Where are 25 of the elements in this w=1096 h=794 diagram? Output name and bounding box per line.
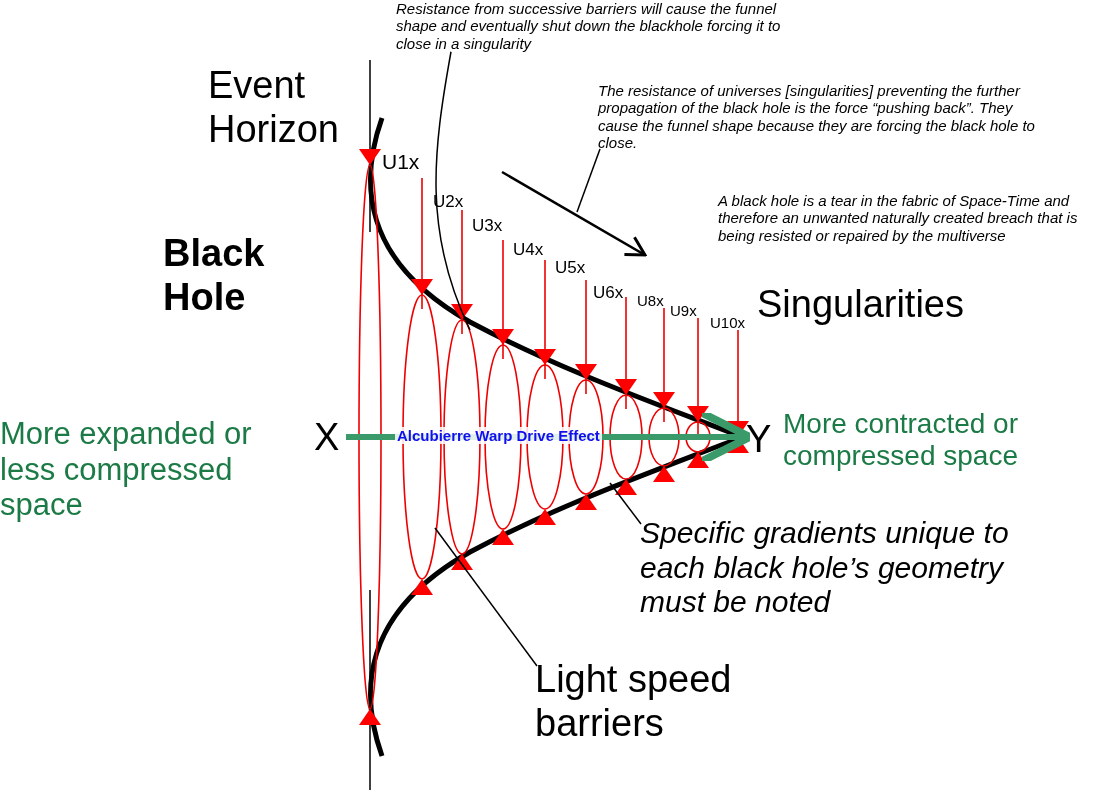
region-label: Singularities <box>757 283 964 327</box>
leader-line <box>609 482 642 525</box>
axis-end-label: X <box>314 416 344 460</box>
region-label: Event Horizon <box>208 64 340 152</box>
region-label: More contracted or compressed space <box>783 408 1019 473</box>
note-text: The resistance of universes [singularities] preventing the further propagation of the black hole is the force “pushing back”. They cause the funnel shape because they are forcing the black hole to close. <box>598 82 1038 151</box>
leader-line <box>576 148 601 213</box>
callout-label: Light speed barriers <box>535 658 765 746</box>
title-label: Black Hole <box>163 232 266 320</box>
note-text: Resistance from successive barriers will cause the funnel shape and eventually shut down the blackhole forcing it to close in a singularity <box>396 0 816 52</box>
note-text: A black hole is a tear in the fabric of Space-Time and therefore an unwanted naturally created breach that is being resisted or repaired by the multiverse <box>718 192 1079 244</box>
barrier-label: U6x <box>593 283 624 303</box>
axis-end-label: Y <box>746 418 778 462</box>
edge-label: Alcubierre Warp Drive Effect <box>395 427 602 445</box>
barrier-label: U5x <box>555 258 586 278</box>
leader-line <box>434 527 538 667</box>
barrier-label: U9x <box>670 302 697 320</box>
barrier-label: U8x <box>637 292 664 310</box>
barrier-label: U10x <box>710 314 746 332</box>
barrier-label: U1x <box>382 150 420 175</box>
leader-line <box>435 51 471 331</box>
barrier-label: U4x <box>513 240 544 260</box>
region-label: More expanded or less compressed space <box>0 416 253 523</box>
note-text: Specific gradients unique to each black hole’s geometry must be noted <box>640 516 1040 620</box>
barrier-label: U3x <box>472 216 503 236</box>
